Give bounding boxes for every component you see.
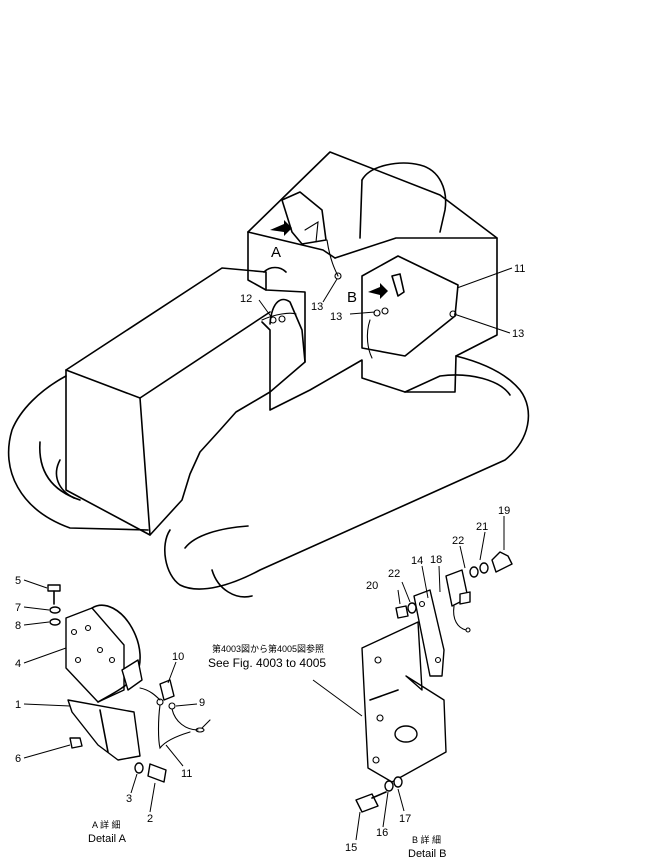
callout-10: 10 bbox=[172, 651, 184, 663]
callout-16: 16 bbox=[376, 827, 388, 839]
reference-note-jp: 第4003図から第4005図参照 bbox=[212, 643, 324, 654]
callout-7: 7 bbox=[15, 602, 21, 614]
view-marker-b: B bbox=[347, 289, 357, 306]
callout-22-switch: 22 bbox=[452, 535, 464, 547]
bulldozer-body bbox=[65, 151, 498, 536]
callout-22-nut: 22 bbox=[388, 568, 400, 580]
view-marker-a: A bbox=[271, 244, 281, 261]
detail-b-assembly bbox=[355, 551, 513, 813]
callout-13-cab: 13 bbox=[311, 301, 323, 313]
callout-5: 5 bbox=[15, 575, 21, 587]
detail-a-assembly bbox=[47, 584, 211, 783]
callout-3: 3 bbox=[126, 793, 132, 805]
reference-note: See Fig. 4003 to 4005 bbox=[208, 656, 326, 670]
callout-13-b: 13 bbox=[330, 311, 342, 323]
detail-a-caption-jp: A 詳 細 bbox=[92, 819, 121, 830]
callout-19: 19 bbox=[498, 505, 510, 517]
callout-11-main: 11 bbox=[514, 263, 525, 275]
callout-2: 2 bbox=[147, 813, 153, 825]
callout-13-rear: 13 bbox=[512, 328, 524, 340]
callout-12: 12 bbox=[240, 293, 252, 305]
callout-4: 4 bbox=[15, 658, 21, 670]
left-track bbox=[7, 375, 149, 531]
right-track bbox=[164, 355, 530, 598]
detail-b-caption-jp: B 詳 細 bbox=[412, 834, 441, 845]
callout-1: 1 bbox=[15, 699, 21, 711]
callout-14: 14 bbox=[411, 555, 423, 567]
callout-20: 20 bbox=[366, 580, 378, 592]
callout-8: 8 bbox=[15, 620, 21, 632]
callout-9: 9 bbox=[199, 697, 205, 709]
view-arrow-b bbox=[368, 283, 388, 299]
callout-21: 21 bbox=[476, 521, 488, 533]
callout-11-detail: 11 bbox=[181, 768, 192, 780]
callout-15: 15 bbox=[345, 842, 357, 854]
callout-6: 6 bbox=[15, 753, 21, 765]
callout-18: 18 bbox=[430, 554, 442, 566]
detail-a-caption: Detail A bbox=[88, 833, 127, 845]
callout-17: 17 bbox=[399, 813, 411, 825]
detail-b-caption: Detail B bbox=[408, 848, 447, 858]
view-arrow-a bbox=[270, 220, 292, 236]
